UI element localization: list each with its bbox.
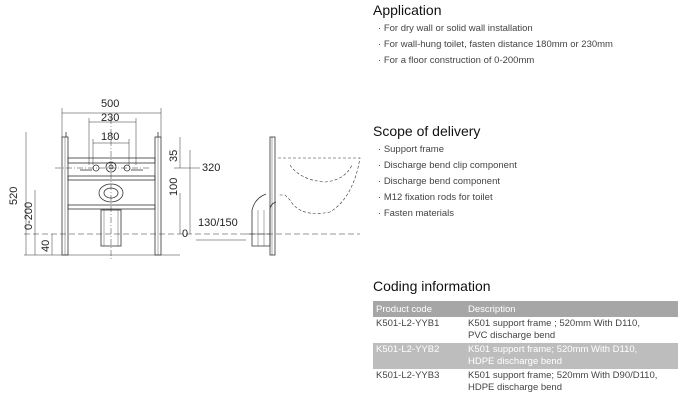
technical-drawing: 500 230 180 320 130/150 0 35 100 520 0-2… xyxy=(8,98,361,260)
column-header-product-code: Product code xyxy=(373,301,465,317)
dim-180: 180 xyxy=(101,131,119,143)
application-heading: Application xyxy=(373,2,442,18)
dim-230: 230 xyxy=(101,112,119,124)
description-line: K501 support frame; 520mm With D110, xyxy=(468,344,638,355)
scope-section: Scope of delivery Support frame Discharg… xyxy=(373,123,517,222)
table-row: K501-L2-YYB3 K501 support frame; 520mm W… xyxy=(373,369,678,395)
product-code: K501-L2-YYB3 xyxy=(376,370,440,381)
dim-500: 500 xyxy=(101,98,119,110)
scope-heading: Scope of delivery xyxy=(373,123,481,139)
list-item: Fasten materials xyxy=(378,206,517,222)
dim-0-200: 0-200 xyxy=(23,202,35,230)
list-item: M12 fixation rods for toilet xyxy=(378,190,517,206)
column-header-description: Description xyxy=(465,301,678,317)
description: K501 support frame ; 520mm With D110,PVC… xyxy=(465,317,678,343)
description-line: HDPE discharge bend xyxy=(468,382,562,393)
dim-130-150: 130/150 xyxy=(198,217,238,229)
list-item: For a floor construction of 0-200mm xyxy=(378,53,613,69)
description-line: K501 support frame ; 520mm With D110, xyxy=(468,318,640,329)
coding-section: Coding information xyxy=(373,278,491,294)
dim-100: 100 xyxy=(168,178,180,196)
description-line: K501 support frame; 520mm With D90/D110, xyxy=(468,370,658,381)
application-section: Application For dry wall or solid wall i… xyxy=(373,2,613,69)
coding-table: Product code Description K501-L2-YYB1 K5… xyxy=(373,301,678,395)
product-code: K501-L2-YYB1 xyxy=(376,318,440,329)
description: K501 support frame; 520mm With D110,HDPE… xyxy=(465,343,678,369)
dim-0: 0 xyxy=(182,228,188,240)
list-item: For dry wall or solid wall installation xyxy=(378,21,613,37)
dim-35: 35 xyxy=(168,150,180,162)
list-item: Support frame xyxy=(378,142,517,158)
dim-320: 320 xyxy=(202,162,220,174)
table-row: K501-L2-YYB2 K501 support frame; 520mm W… xyxy=(373,343,678,369)
list-item: Discharge bend clip component xyxy=(378,158,517,174)
coding-heading: Coding information xyxy=(373,278,491,294)
application-list: For dry wall or solid wall installation … xyxy=(378,21,613,69)
toilet-outline xyxy=(278,157,361,214)
table-header-row: Product code Description xyxy=(373,301,678,317)
list-item: For wall-hung toilet, fasten distance 18… xyxy=(378,37,613,53)
dim-520: 520 xyxy=(8,187,20,205)
description-line: HDPE discharge bend xyxy=(468,356,562,367)
product-code: K501-L2-YYB2 xyxy=(373,343,465,369)
scope-list: Support frame Discharge bend clip compon… xyxy=(378,142,517,222)
frame-side-view xyxy=(251,136,277,256)
list-item: Discharge bend component xyxy=(378,174,517,190)
table-row: K501-L2-YYB1 K501 support frame ; 520mm … xyxy=(373,317,678,343)
description-line: PVC discharge bend xyxy=(468,330,556,341)
frame-front-view xyxy=(61,132,162,256)
description: K501 support frame; 520mm With D90/D110,… xyxy=(465,369,678,395)
dim-40: 40 xyxy=(40,240,52,252)
